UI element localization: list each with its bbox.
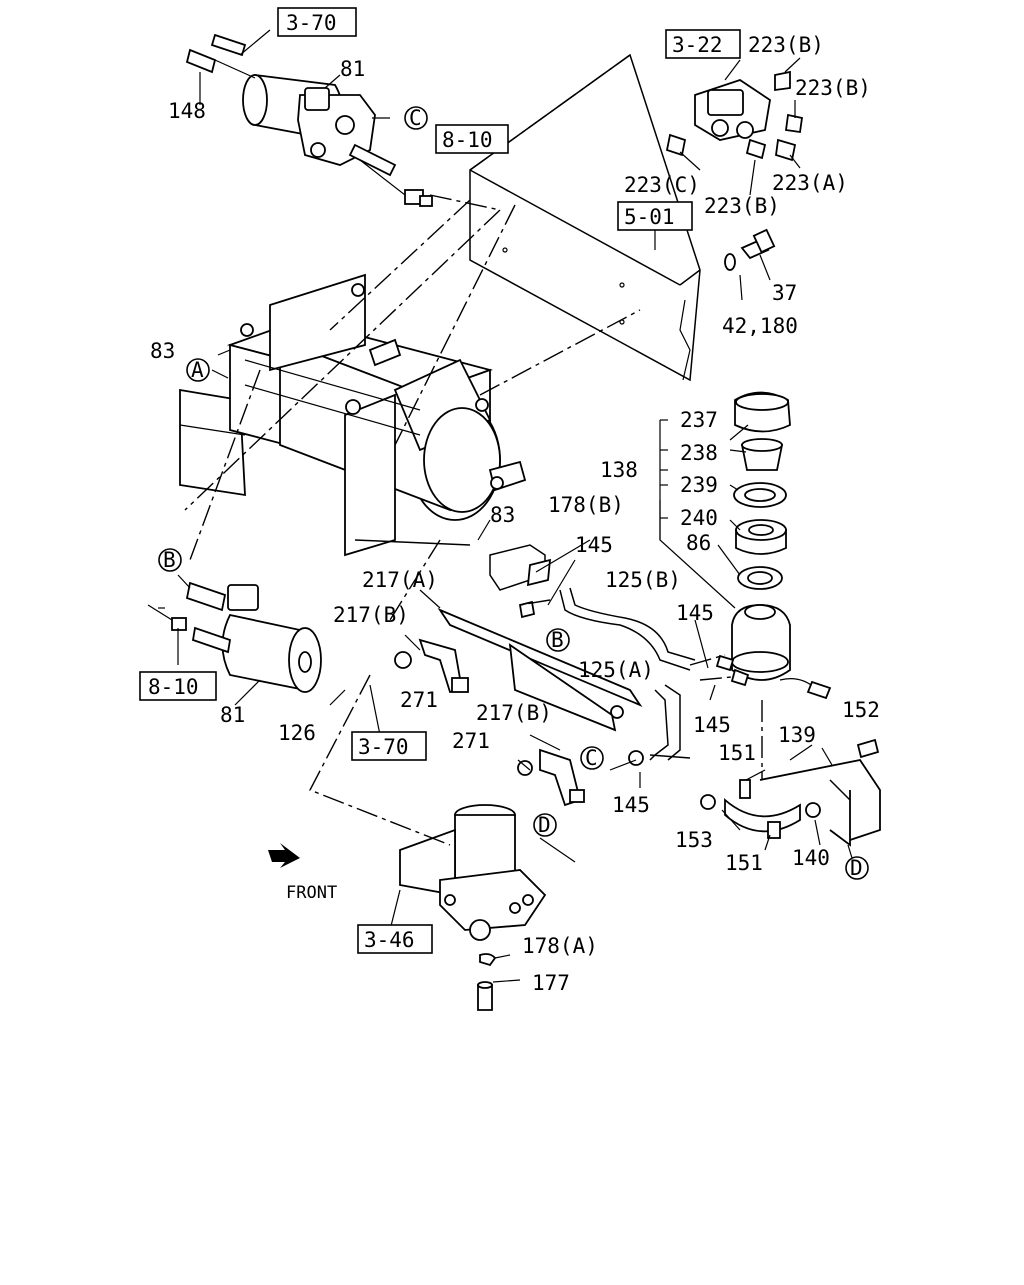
air-tank-assembly — [179, 273, 527, 557]
part-label: 271 — [400, 688, 438, 712]
leader-lines — [158, 54, 853, 983]
bolt-37 — [724, 228, 776, 271]
air-dryer-lower — [147, 574, 322, 693]
part-label: 125(A) — [578, 658, 654, 682]
part-label: 240 — [680, 506, 718, 530]
reference-boxes: 3-70 8-10 3-22 5-01 8-10 3-70 3-46 — [139, 7, 741, 954]
valve-3-22 — [665, 59, 804, 162]
part-label: 125(B) — [605, 568, 681, 592]
part-label: 178(A) — [522, 934, 598, 958]
part-label: 145 — [612, 793, 650, 817]
ref-box-label: 3-70 — [358, 735, 409, 759]
part-label: 145 — [575, 533, 613, 557]
part-label: 42,180 — [722, 314, 798, 338]
air-dryer-top — [185, 29, 433, 207]
ref-box-label: 8-10 — [148, 675, 199, 699]
part-label: 223(C) — [624, 173, 700, 197]
part-label: 81 — [220, 703, 245, 727]
part-label: 148 — [168, 99, 206, 123]
circle-marker-label: C — [585, 746, 598, 770]
circle-marker-label: A — [191, 358, 204, 382]
part-label: 151 — [725, 851, 763, 875]
part-label: 86 — [686, 531, 711, 555]
circle-marker-label: C — [409, 106, 422, 130]
part-label: 140 — [792, 846, 830, 870]
part-label: 217(B) — [476, 701, 552, 725]
part-label: 217(B) — [333, 603, 409, 627]
circle-markers: C A B B C D D — [158, 106, 869, 880]
part-label: 223(B) — [704, 194, 780, 218]
part-label: 239 — [680, 473, 718, 497]
clamp-bracket — [700, 738, 881, 847]
air-dryer-bottom — [399, 804, 547, 1011]
reservoir-assembly — [659, 391, 832, 700]
part-label: 81 — [340, 57, 365, 81]
part-label: 217(A) — [362, 568, 438, 592]
ref-box-label: 3-22 — [672, 33, 723, 57]
part-label: 223(B) — [748, 33, 824, 57]
part-label: 83 — [490, 503, 515, 527]
part-label: 145 — [676, 601, 714, 625]
part-label: 177 — [532, 971, 570, 995]
ref-box-label: 8-10 — [442, 128, 493, 152]
circle-marker-label: D — [538, 813, 551, 837]
part-label: 271 — [452, 729, 490, 753]
part-label: 151 — [718, 741, 756, 765]
part-label: 152 — [842, 698, 880, 722]
part-label: 153 — [675, 828, 713, 852]
part-label: 223(A) — [772, 171, 848, 195]
front-arrow-icon — [268, 843, 300, 868]
pipes-brackets — [394, 544, 696, 807]
front-label: FRONT — [286, 883, 337, 903]
part-label: 139 — [778, 723, 816, 747]
part-label: 37 — [772, 281, 797, 305]
part-labels: 81 148 83 83 178(B) 145 217(A) 217(B) 27… — [150, 33, 880, 995]
part-label: 126 — [278, 721, 316, 745]
part-label: 138 — [600, 458, 638, 482]
part-label: 145 — [693, 713, 731, 737]
circle-marker-label: D — [850, 856, 863, 880]
ref-box-label: 3-46 — [364, 928, 415, 952]
ref-box-label: 3-70 — [286, 11, 337, 35]
part-label: 223(B) — [795, 76, 871, 100]
circle-marker-label: B — [551, 628, 564, 652]
part-label: 83 — [150, 339, 175, 363]
part-label: 237 — [680, 408, 718, 432]
part-label: 238 — [680, 441, 718, 465]
circle-marker-label: B — [163, 548, 176, 572]
ref-box-label: 5-01 — [624, 205, 675, 229]
part-label: 178(B) — [548, 493, 624, 517]
